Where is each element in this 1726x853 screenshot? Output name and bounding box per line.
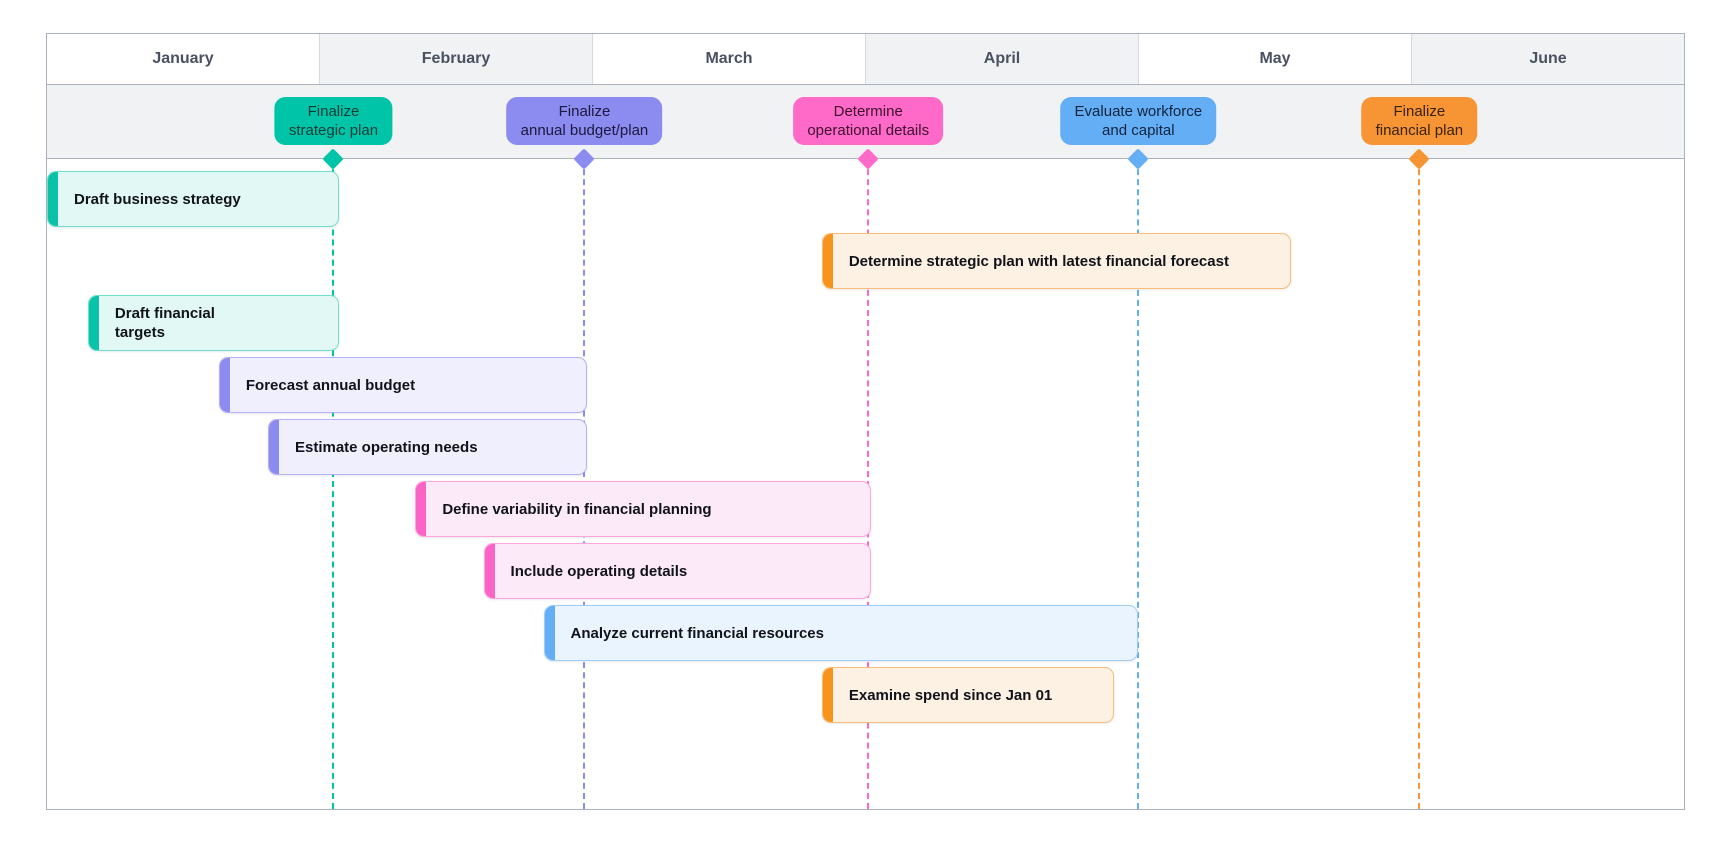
month-column-march[interactable]: March — [593, 34, 866, 84]
task-bar-accent — [544, 606, 555, 660]
month-column-february[interactable]: February — [320, 34, 593, 84]
task-bar-label: Include operating details — [510, 562, 688, 580]
task-bar[interactable]: Forecast annual budget — [218, 357, 588, 413]
milestone-pill-1[interactable]: Finalize annual budget/plan — [506, 97, 663, 145]
task-bar-accent — [88, 296, 99, 350]
milestone-pill-3[interactable]: Evaluate workforce and capital — [1060, 97, 1217, 145]
task-bar[interactable]: Determine strategic plan with latest fin… — [821, 233, 1292, 289]
milestone-label-line1: Finalize — [558, 103, 611, 120]
milestone-guide-line-0 — [332, 159, 335, 809]
task-bar[interactable]: Define variability in financial planning — [415, 481, 871, 537]
milestone-guide-line-4 — [1418, 159, 1421, 809]
milestone-pill-4[interactable]: Finalize financial plan — [1361, 97, 1478, 145]
milestone-band: Finalize strategic plan Finalize annual bud… — [47, 85, 1684, 159]
milestone-pill-0[interactable]: Finalize strategic plan — [274, 97, 393, 145]
task-bar-label: Determine strategic plan with latest fin… — [848, 252, 1229, 270]
task-bar-label: Estimate operating needs — [294, 438, 478, 456]
milestone-label-line2: annual budget/plan — [520, 122, 649, 139]
task-bar-label: Analyze current financial resources — [570, 624, 824, 642]
task-bar-accent — [822, 668, 833, 722]
task-bar[interactable]: Examine spend since Jan 01 — [821, 667, 1114, 723]
month-column-may[interactable]: May — [1139, 34, 1412, 84]
month-column-january[interactable]: January — [47, 34, 320, 84]
task-bar-label: Forecast annual budget — [245, 376, 416, 394]
task-bar-label: Define variability in financial planning — [442, 500, 712, 518]
milestone-guide-line-3 — [1137, 159, 1140, 809]
task-bar-accent — [822, 234, 833, 288]
milestone-label-line1: Determine — [833, 103, 903, 120]
month-column-april[interactable]: April — [866, 34, 1139, 84]
milestone-label-line2: financial plan — [1375, 122, 1464, 139]
milestone-label-line1: Finalize — [307, 103, 360, 120]
task-bar-accent — [48, 172, 58, 226]
task-bar-accent — [219, 358, 230, 412]
task-bar-accent — [268, 420, 279, 474]
task-bar[interactable]: Analyze current financial resources — [543, 605, 1139, 661]
milestone-label-line1: Finalize — [1393, 103, 1446, 120]
task-bar-accent — [416, 482, 427, 536]
milestone-label-line1: Evaluate workforce — [1074, 103, 1203, 120]
milestone-label-line2: strategic plan — [288, 122, 379, 139]
task-bar[interactable]: Draft business strategy — [47, 171, 339, 227]
task-bar[interactable]: Estimate operating needs — [267, 419, 588, 475]
task-bar[interactable]: Include operating details — [483, 543, 871, 599]
task-bar-label: Draft business strategy — [74, 190, 241, 208]
task-bar-label: Examine spend since Jan 01 — [848, 686, 1053, 704]
month-column-june[interactable]: June — [1412, 34, 1684, 84]
task-bar-accent — [484, 544, 495, 598]
milestone-label-line2: and capital — [1102, 122, 1175, 139]
milestone-pill-2[interactable]: Determine operational details — [793, 97, 944, 145]
task-bar-label: Draft financial targets — [114, 305, 215, 341]
milestone-label-line2: operational details — [807, 122, 930, 139]
task-bar[interactable]: Draft financial targets — [87, 295, 339, 351]
